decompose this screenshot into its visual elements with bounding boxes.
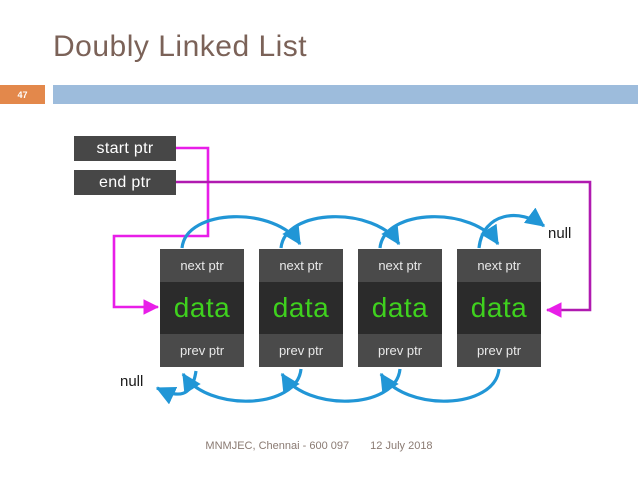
node-prev-ptr: prev ptr (457, 334, 541, 367)
next-link-arc (279, 215, 401, 249)
next-link-null-arc (477, 207, 546, 249)
null-terminator-right: null (548, 225, 572, 242)
prev-link-null-arc (155, 370, 198, 405)
prev-link-arc (379, 368, 501, 403)
node-data: data (457, 282, 541, 334)
node-next-ptr: next ptr (259, 249, 343, 282)
page-title: Doubly Linked List (53, 30, 308, 63)
footer-date: 12 July 2018 (370, 440, 433, 452)
end-pointer-box: end ptr (74, 170, 176, 195)
slide-footer: MNMJEC, Chennai - 600 097 12 July 2018 (0, 440, 638, 452)
node-data: data (160, 282, 244, 334)
node-next-ptr: next ptr (457, 249, 541, 282)
node-prev-ptr: prev ptr (259, 334, 343, 367)
node-next-ptr: next ptr (160, 249, 244, 282)
next-link-arc (378, 215, 500, 249)
list-node: next ptr data prev ptr (457, 249, 541, 367)
prev-link-arc (280, 368, 402, 403)
null-terminator-left: null (120, 373, 144, 390)
end-pointer-label: end ptr (99, 173, 151, 191)
node-data: data (358, 282, 442, 334)
footer-venue: MNMJEC, Chennai - 600 097 (205, 440, 350, 452)
list-node: next ptr data prev ptr (259, 249, 343, 367)
prev-link-arc (181, 368, 303, 403)
next-link-arc (180, 215, 302, 249)
header-accent-bar (53, 85, 638, 104)
start-pointer-box: start ptr (74, 136, 176, 161)
list-node: next ptr data prev ptr (160, 249, 244, 367)
node-prev-ptr: prev ptr (358, 334, 442, 367)
node-prev-ptr: prev ptr (160, 334, 244, 367)
list-node: next ptr data prev ptr (358, 249, 442, 367)
start-pointer-label: start ptr (96, 139, 154, 157)
slide-number-badge: 47 (0, 85, 45, 104)
node-next-ptr: next ptr (358, 249, 442, 282)
node-data: data (259, 282, 343, 334)
